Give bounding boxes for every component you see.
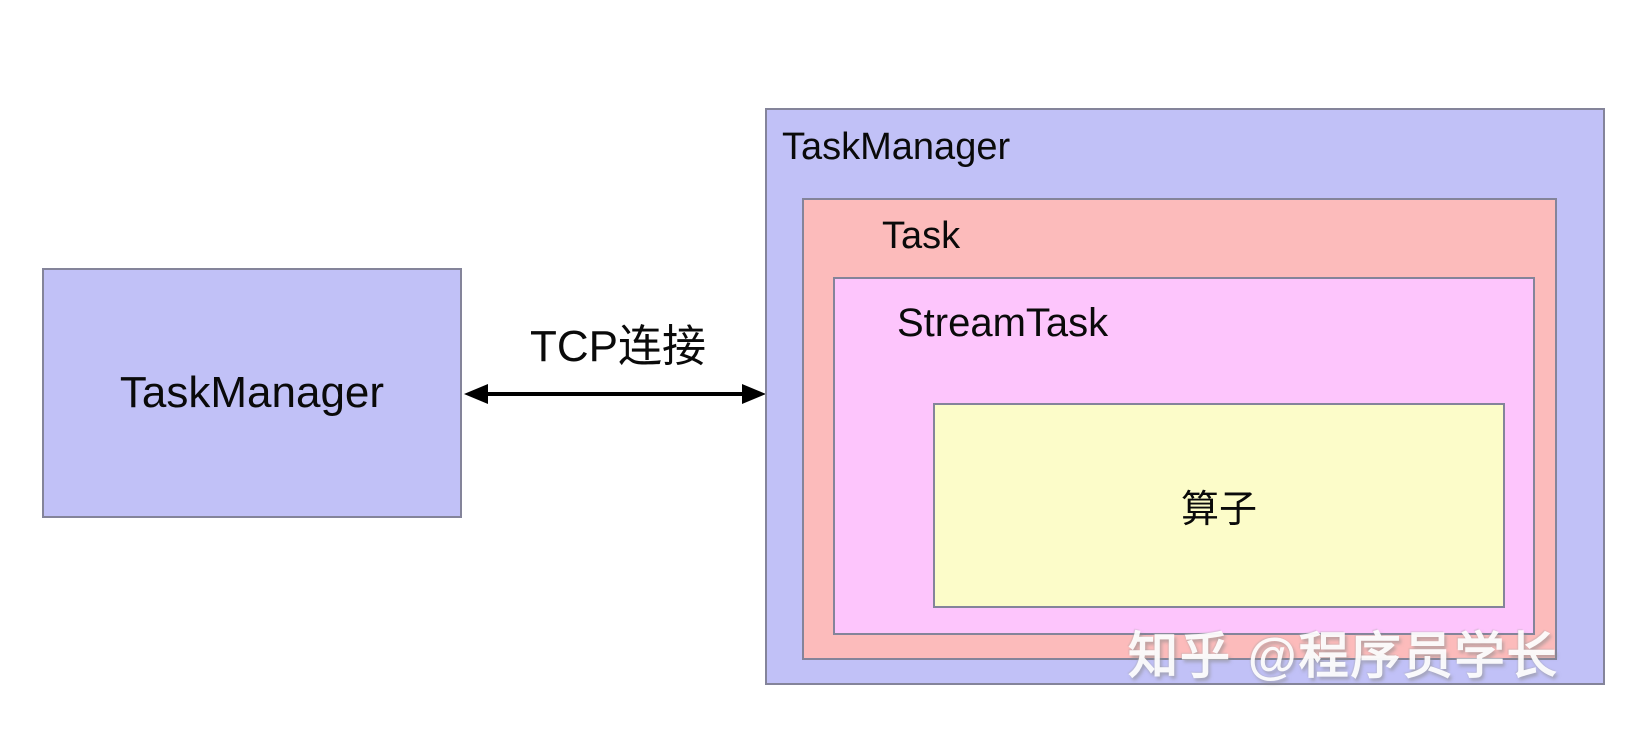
operator-box: 算子 <box>933 403 1505 608</box>
tcp-double-arrow-icon <box>464 384 766 404</box>
left-taskmanager-box: TaskManager <box>42 268 462 518</box>
left-taskmanager-label: TaskManager <box>119 368 385 417</box>
tcp-connection-label: TCP连接 <box>530 322 706 371</box>
task-label: Task <box>882 215 961 257</box>
right-taskmanager-label: TaskManager <box>782 126 1011 168</box>
streamtask-label: StreamTask <box>897 301 1109 345</box>
operator-label: 算子 <box>1180 489 1257 531</box>
watermark: 知乎 @程序员学长 <box>1128 628 1559 684</box>
